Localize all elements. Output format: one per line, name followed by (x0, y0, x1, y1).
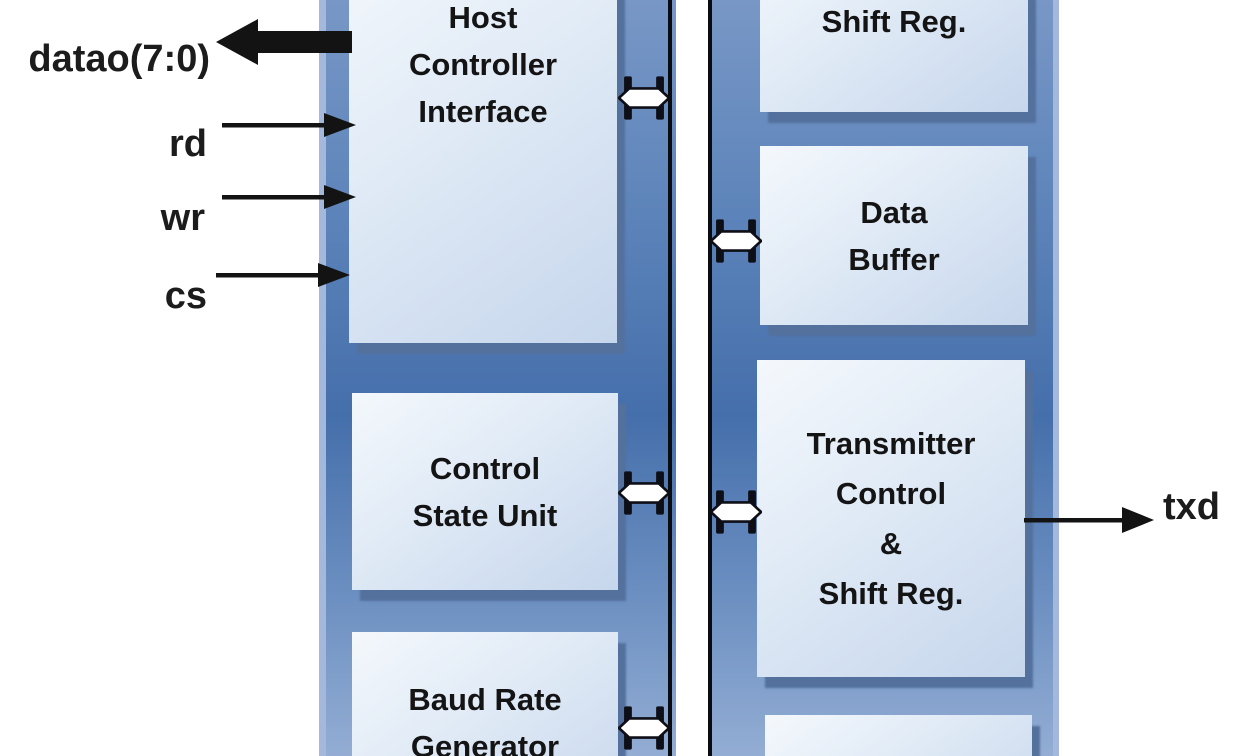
block-data-buffer: Data Buffer (760, 146, 1028, 325)
rd-in-arrow-icon (222, 113, 356, 137)
signal-label-datao: datao(7:0) (28, 38, 210, 80)
right-divider-line (708, 0, 712, 756)
block-label-line: Shift Reg. (818, 575, 964, 611)
block-shift-reg: Shift Reg. (760, 0, 1028, 112)
signal-label-rd: rd (169, 123, 207, 165)
block-partial-bottom (765, 715, 1032, 756)
block-label-line: Transmitter (806, 425, 976, 461)
block-label-line: Control (835, 475, 947, 511)
block-transmitter-control-shift-reg: Transmitter Control & Shift Reg. (757, 360, 1025, 677)
block-label-line: Generator (410, 729, 560, 756)
cs-in-arrow-icon (216, 263, 350, 287)
signal-label-cs: cs (164, 275, 207, 317)
datao-out-arrow-icon (216, 19, 352, 65)
double-arrow-icon (710, 490, 762, 534)
double-arrow-icon (710, 219, 762, 263)
wr-in-arrow-icon (222, 185, 356, 209)
block-label-line: Data (860, 194, 928, 230)
double-arrow-icon (618, 471, 670, 515)
block-label-line: Interface (418, 94, 548, 129)
block-label-line: & (879, 525, 903, 561)
block-label-line: Controller (408, 47, 558, 82)
block-label-line: Shift Reg. (821, 4, 967, 39)
block-control-state-unit: Control State Unit (352, 393, 618, 590)
block-label-line: Control (429, 450, 541, 486)
left-divider-line (668, 0, 672, 756)
block-label-line: Baud Rate (408, 682, 562, 717)
block-label-line: State Unit (412, 497, 558, 533)
signal-label-txd: txd (1163, 486, 1220, 528)
signal-label-wr: wr (160, 197, 205, 239)
txd-out-arrow-icon (1024, 507, 1154, 533)
double-arrow-icon (618, 76, 670, 120)
block-label-line: Buffer (848, 241, 940, 277)
block-baud-rate-generator: Baud Rate Generator (352, 632, 618, 756)
double-arrow-icon (618, 706, 670, 750)
block-label-line: Host (448, 0, 518, 35)
block-host-controller-interface: Host Controller Interface (349, 0, 617, 343)
